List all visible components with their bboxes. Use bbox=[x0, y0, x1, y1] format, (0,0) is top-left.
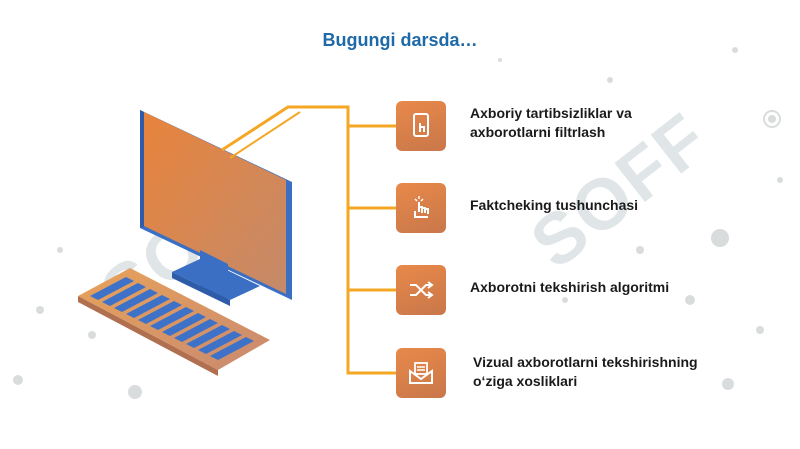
item-label-3: Axborotni tekshirish algoritmi bbox=[470, 278, 740, 297]
page-title: Bugungi darsda… bbox=[322, 30, 478, 50]
item-label-1-line1: Axboriy tartibsizliklar va bbox=[470, 105, 632, 121]
touch-phone-icon bbox=[396, 101, 446, 151]
shuffle-arrows-icon bbox=[396, 265, 446, 315]
item-label-1-line2: axborotlarni filtrlash bbox=[470, 124, 606, 140]
item-label-4-line1: Vizual axborotlarni tekshirishning bbox=[473, 354, 698, 370]
envelope-letter-icon bbox=[396, 348, 446, 398]
item-label-1: Axboriy tartibsizliklar va axborotlarni … bbox=[470, 104, 740, 142]
keyboard bbox=[78, 268, 270, 376]
item-label-3-line1: Axborotni tekshirish algoritmi bbox=[470, 279, 670, 295]
item-label-2: Faktcheking tushunchasi bbox=[470, 196, 740, 215]
tap-hand-icon bbox=[396, 183, 446, 233]
monitor bbox=[140, 110, 292, 306]
computer-illustration bbox=[78, 110, 292, 376]
item-label-4-line2: o‘ziga xosliklari bbox=[473, 373, 578, 389]
item-label-4: Vizual axborotlarni tekshirishning o‘zig… bbox=[473, 353, 743, 391]
item-label-2-line1: Faktcheking tushunchasi bbox=[470, 197, 639, 213]
